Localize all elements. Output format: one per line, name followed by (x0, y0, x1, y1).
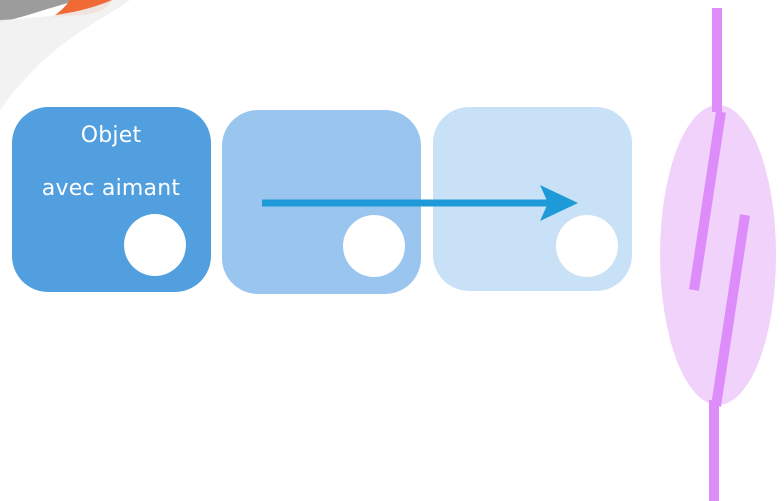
corner-object (0, 0, 130, 110)
magnetic-sensor (660, 8, 776, 501)
sensor-lower-contact (711, 214, 750, 407)
corner-object-gray (0, 0, 78, 22)
magnet-circle-end (556, 215, 618, 277)
object-label-line-1: Objet (80, 123, 142, 148)
corner-object-shadow (0, 0, 130, 110)
corner-object-orange (52, 0, 112, 17)
sensor-ellipse (660, 105, 776, 405)
magnet-circle-start (124, 214, 186, 276)
magnet-circle-middle (343, 215, 405, 277)
object-label-line-2: avec aimant (41, 176, 181, 201)
sensor-upper-contact (689, 111, 726, 291)
motion-arrow (262, 185, 578, 221)
motion-arrow-head (540, 185, 578, 221)
